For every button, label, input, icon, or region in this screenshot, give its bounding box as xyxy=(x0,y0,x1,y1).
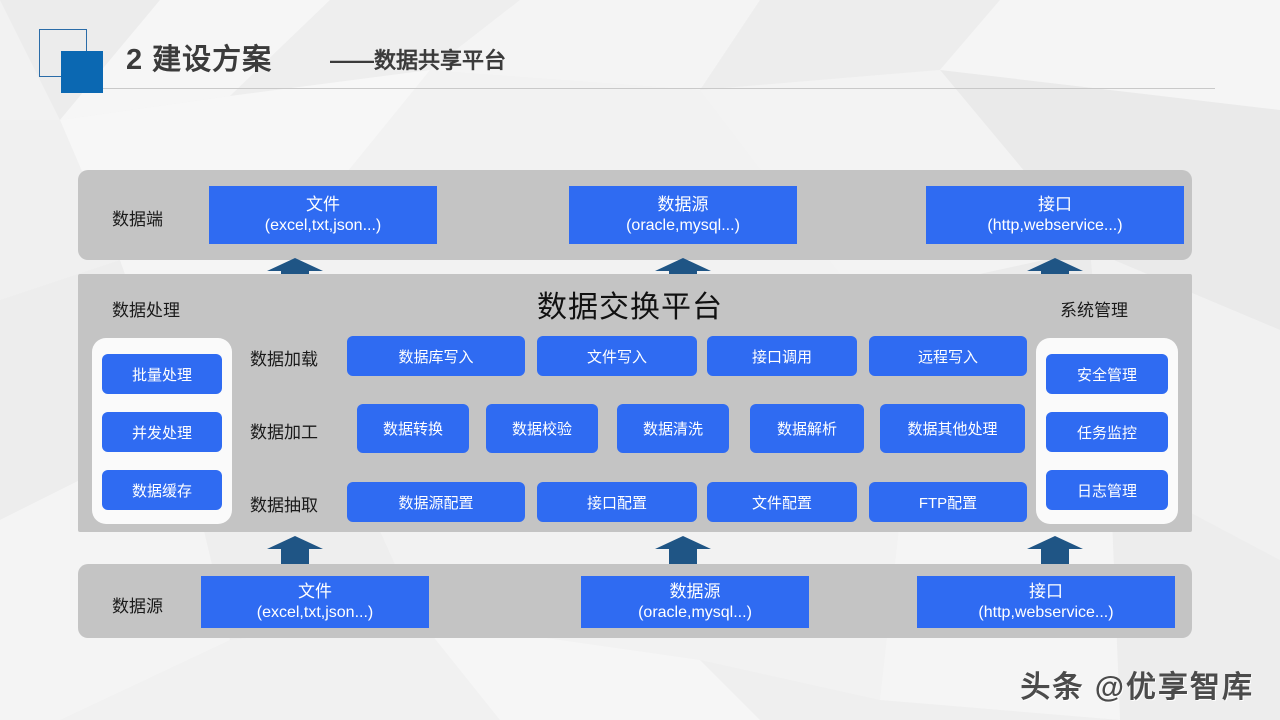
row-label-data-extract: 数据抽取 xyxy=(250,496,318,515)
logo-solid-square-icon xyxy=(61,51,103,93)
card-item-batch[interactable]: 批量处理 xyxy=(102,354,222,394)
system-management-card: 安全管理 任务监控 日志管理 xyxy=(1036,338,1178,524)
card-item-cache[interactable]: 数据缓存 xyxy=(102,470,222,510)
pill-api-config[interactable]: 接口配置 xyxy=(537,482,697,522)
pill-api-call[interactable]: 接口调用 xyxy=(707,336,857,376)
slide-header: 2 建设方案 ——数据共享平台 xyxy=(0,0,1280,96)
source-box-interface[interactable]: 接口 (http,webservice...) xyxy=(917,576,1175,628)
data-processing-label: 数据处理 xyxy=(112,301,180,320)
pill-data-other[interactable]: 数据其他处理 xyxy=(880,404,1025,453)
source-subtitle: (oracle,mysql...) xyxy=(638,603,752,621)
pill-db-write[interactable]: 数据库写入 xyxy=(347,336,525,376)
card-item-security[interactable]: 安全管理 xyxy=(1046,354,1168,394)
data-source-label: 数据源 xyxy=(112,597,163,616)
data-endpoint-label: 数据端 xyxy=(112,210,163,229)
page-subtitle: ——数据共享平台 xyxy=(330,48,507,73)
source-box-datasource[interactable]: 数据源 (oracle,mysql...) xyxy=(581,576,809,628)
platform-title: 数据交换平台 xyxy=(537,291,723,324)
endpoint-box-datasource[interactable]: 数据源 (oracle,mysql...) xyxy=(569,186,797,244)
endpoint-subtitle: (http,webservice...) xyxy=(987,216,1123,234)
arrow-up-icon xyxy=(1027,536,1083,566)
card-item-log[interactable]: 日志管理 xyxy=(1046,470,1168,510)
page-title: 2 建设方案 xyxy=(126,44,273,76)
watermark: 头条 @优享智库 xyxy=(1020,671,1254,704)
card-item-task-monitor[interactable]: 任务监控 xyxy=(1046,412,1168,452)
row-label-data-process: 数据加工 xyxy=(250,423,318,442)
source-title: 文件 xyxy=(298,581,332,601)
endpoint-box-interface[interactable]: 接口 (http,webservice...) xyxy=(926,186,1184,244)
pill-file-config[interactable]: 文件配置 xyxy=(707,482,857,522)
endpoint-title: 文件 xyxy=(306,194,340,214)
arrow-up-icon xyxy=(267,536,323,566)
source-box-file[interactable]: 文件 (excel,txt,json...) xyxy=(201,576,429,628)
row-label-data-load: 数据加载 xyxy=(250,350,318,369)
system-management-label: 系统管理 xyxy=(1060,301,1128,320)
header-divider xyxy=(103,88,1215,89)
source-title: 接口 xyxy=(1029,581,1063,601)
source-subtitle: (http,webservice...) xyxy=(978,603,1114,621)
pill-remote-write[interactable]: 远程写入 xyxy=(869,336,1027,376)
endpoint-title: 接口 xyxy=(1038,194,1072,214)
pill-datasource-config[interactable]: 数据源配置 xyxy=(347,482,525,522)
pill-ftp-config[interactable]: FTP配置 xyxy=(869,482,1027,522)
endpoint-title: 数据源 xyxy=(657,194,709,214)
source-title: 数据源 xyxy=(669,581,721,601)
card-item-concurrent[interactable]: 并发处理 xyxy=(102,412,222,452)
pill-data-transform[interactable]: 数据转换 xyxy=(357,404,469,453)
endpoint-subtitle: (oracle,mysql...) xyxy=(626,216,740,234)
pill-data-parse[interactable]: 数据解析 xyxy=(750,404,864,453)
arrow-up-icon xyxy=(655,536,711,566)
endpoint-box-file[interactable]: 文件 (excel,txt,json...) xyxy=(209,186,437,244)
source-subtitle: (excel,txt,json...) xyxy=(256,603,374,621)
pill-data-clean[interactable]: 数据清洗 xyxy=(617,404,729,453)
endpoint-subtitle: (excel,txt,json...) xyxy=(264,216,382,234)
pill-file-write[interactable]: 文件写入 xyxy=(537,336,697,376)
pill-data-validate[interactable]: 数据校验 xyxy=(486,404,598,453)
data-processing-card: 批量处理 并发处理 数据缓存 xyxy=(92,338,232,524)
